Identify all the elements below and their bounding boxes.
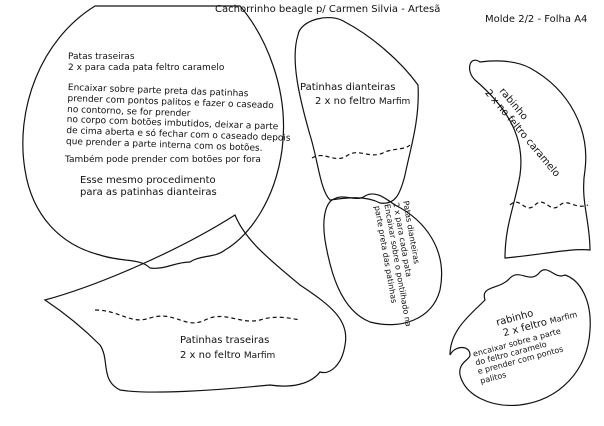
tail-ivory-shape — [449, 269, 591, 407]
rear-paw-cover-note: Também pode prender com botões por fora — [65, 155, 261, 165]
qty-text: 2 x no feltro — [315, 96, 376, 107]
color-text: Marfim — [243, 351, 276, 361]
same-procedure-note: Esse mesmo procedimento para as patinhas… — [80, 175, 217, 199]
tail-caramel-dashed-line — [509, 201, 589, 209]
rear-paw-cover-title: Patas traseiras — [68, 52, 135, 62]
same-procedure-line: Esse mesmo procedimento — [80, 175, 216, 186]
rear-paw-qty: 2 x no feltro Marfim — [180, 350, 275, 362]
front-paw-qty: 2 x no feltro Marfim — [315, 96, 410, 108]
page-info: Molde 2/2 - Folha A4 — [485, 14, 588, 25]
same-procedure-line: para as patinhas dianteiras — [80, 187, 217, 198]
sheet-title: Cachorrinho beagle p/ Carmen Silvia - Ar… — [215, 4, 441, 15]
color-text: Marfim — [378, 97, 411, 107]
rear-paw-cover-instructions: Encaixar sobre parte preta das patinhas … — [66, 83, 292, 156]
rear-paw-dashed-line — [94, 309, 301, 324]
front-paw-dashed-line — [311, 144, 411, 160]
rear-paw-title: Patinhas traseiras — [180, 335, 270, 346]
rear-paw-cover-shape — [22, 5, 285, 269]
qty-text: 2 x no feltro — [180, 350, 241, 361]
front-paw-cover-shape — [323, 193, 443, 326]
rear-paw-cover-qty: 2 x para cada pata feltro caramelo — [68, 63, 225, 73]
tail-caramel-shape — [468, 59, 591, 259]
front-paw-shape — [294, 16, 419, 204]
front-paw-title: Patinhas dianteiras — [300, 82, 396, 93]
rear-paw-shape — [43, 214, 347, 393]
